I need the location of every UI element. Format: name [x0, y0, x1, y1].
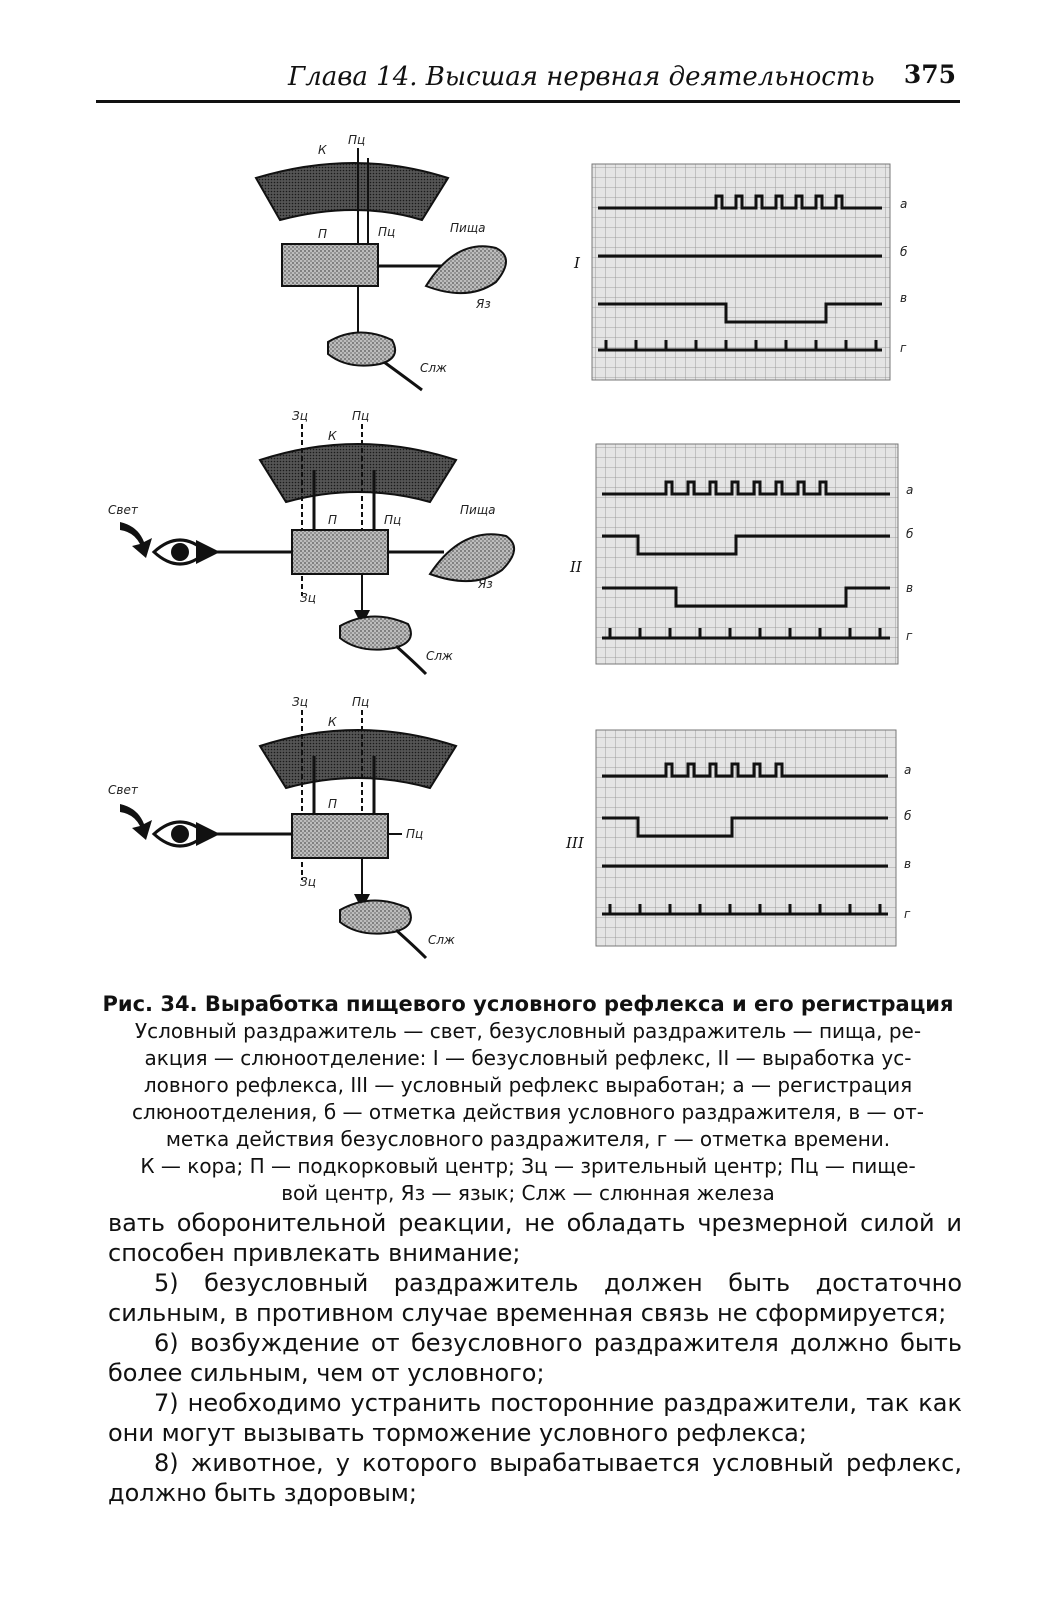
label-zc-top: Зц [292, 695, 308, 709]
label-pc-side: Пц [406, 827, 423, 841]
light-arrow [120, 804, 152, 840]
paragraph: 7) необходимо устранить посторонние разд… [108, 1388, 962, 1448]
cortex-arc [260, 444, 456, 502]
gland-shape [328, 332, 395, 365]
caption-heading: Рис. 34. Выработка пищевого условного ре… [100, 992, 956, 1016]
tongue-shape [430, 534, 514, 581]
gland-shape [340, 900, 411, 933]
label-gland: Слж [420, 361, 447, 375]
panel-roman-label: I [573, 254, 581, 272]
label-gland: Слж [426, 649, 453, 663]
schema-2: Зц Пц К П Пц Зц Свет Пища Яз С [108, 409, 514, 674]
caption-line: акция — слюноотделение: I — безусловный … [100, 1045, 956, 1072]
paragraph: 6) возбуждение от безусловного раздражит… [108, 1328, 962, 1388]
caption-line: метка действия безусловного раздражителя… [100, 1126, 956, 1153]
gland-shape [340, 616, 411, 649]
label-k: К [318, 143, 327, 157]
panel-1: К Пц П Пц Пища Яз Слж I а б в г [256, 133, 908, 390]
paragraph: 5) безусловный раздражитель должен быть … [108, 1268, 962, 1328]
cortex-arc [256, 163, 448, 220]
caption-line: ловного рефлекса, III — условный рефлекс… [100, 1072, 956, 1099]
label-pc-side: Пц [384, 513, 401, 527]
trace-label-a: а [900, 197, 907, 211]
label-zc-bottom: Зц [300, 591, 316, 605]
light-arrow [120, 522, 152, 558]
subcortex-box [292, 814, 388, 858]
paragraph: вать оборонительной реакции, не обладать… [108, 1208, 962, 1268]
paragraph: 8) животное, у которого вырабатывается у… [108, 1448, 962, 1508]
page-number: 375 [904, 60, 956, 89]
label-light: Свет [108, 503, 139, 517]
caption-line: слюноотделения, б — отметка действия усл… [100, 1099, 956, 1126]
caption-line: К — кора; П — подкорковый центр; Зц — зр… [100, 1153, 956, 1180]
label-p: П [328, 797, 337, 811]
tongue-shape [426, 246, 506, 293]
panel-3: Зц Пц К П Пц Зц Свет Слж III [108, 695, 912, 958]
trace-chart-1: а б в г [592, 164, 908, 380]
panel-2: Зц Пц К П Пц Зц Свет Пища Яз С [108, 409, 914, 674]
trace-label-b: б [906, 527, 914, 541]
trace-chart-3: а б в г [596, 730, 912, 946]
label-pc-top: Пц [352, 695, 369, 709]
subcortex-box [282, 244, 378, 286]
schema-1: К Пц П Пц Пища Яз Слж [256, 133, 506, 390]
label-p: П [328, 513, 337, 527]
panel-roman-label: III [565, 834, 585, 852]
schema-3: Зц Пц К П Пц Зц Свет Слж [108, 695, 456, 958]
trace-label-c: в [906, 581, 913, 595]
label-tongue: Яз [475, 297, 491, 311]
caption-line: Условный раздражитель — свет, безусловны… [100, 1018, 956, 1045]
eye-icon [154, 822, 206, 846]
trace-label-a: а [904, 763, 911, 777]
label-k: К [328, 429, 337, 443]
trace-label-b: б [904, 809, 912, 823]
label-pc-side: Пц [378, 225, 395, 239]
label-k: К [328, 715, 337, 729]
eye-icon [154, 540, 206, 564]
cortex-arc [260, 730, 456, 788]
body-text: вать оборонительной реакции, не обладать… [108, 1208, 962, 1508]
subcortex-box [292, 530, 388, 574]
caption-line: вой центр, Яз — язык; Слж — слюнная желе… [100, 1180, 956, 1207]
label-food: Пища [460, 503, 495, 517]
figure-caption: Рис. 34. Выработка пищевого условного ре… [100, 992, 956, 1207]
trace-label-d: г [904, 907, 911, 921]
running-header: Глава 14. Высшая нервная деятельность 37… [96, 56, 960, 103]
label-food: Пища [450, 221, 485, 235]
label-p: П [318, 227, 327, 241]
trace-label-c: в [904, 857, 911, 871]
label-light: Свет [108, 783, 139, 797]
panel-roman-label: II [569, 558, 583, 576]
trace-label-d: г [906, 629, 913, 643]
figure-34: К Пц П Пц Пища Яз Слж I а б в г [96, 118, 960, 988]
trace-chart-2: а б в г [596, 444, 914, 664]
trace-label-d: г [900, 341, 907, 355]
label-zc-top: Зц [292, 409, 308, 423]
label-pc-top: Пц [348, 133, 365, 147]
trace-label-c: в [900, 291, 907, 305]
label-gland: Слж [428, 933, 455, 947]
chapter-title: Глава 14. Высшая нервная деятельность [288, 62, 875, 92]
label-tongue: Яз [477, 577, 493, 591]
trace-label-b: б [900, 245, 908, 259]
label-pc-top: Пц [352, 409, 369, 423]
trace-label-a: а [906, 483, 913, 497]
label-zc-bottom: Зц [300, 875, 316, 889]
